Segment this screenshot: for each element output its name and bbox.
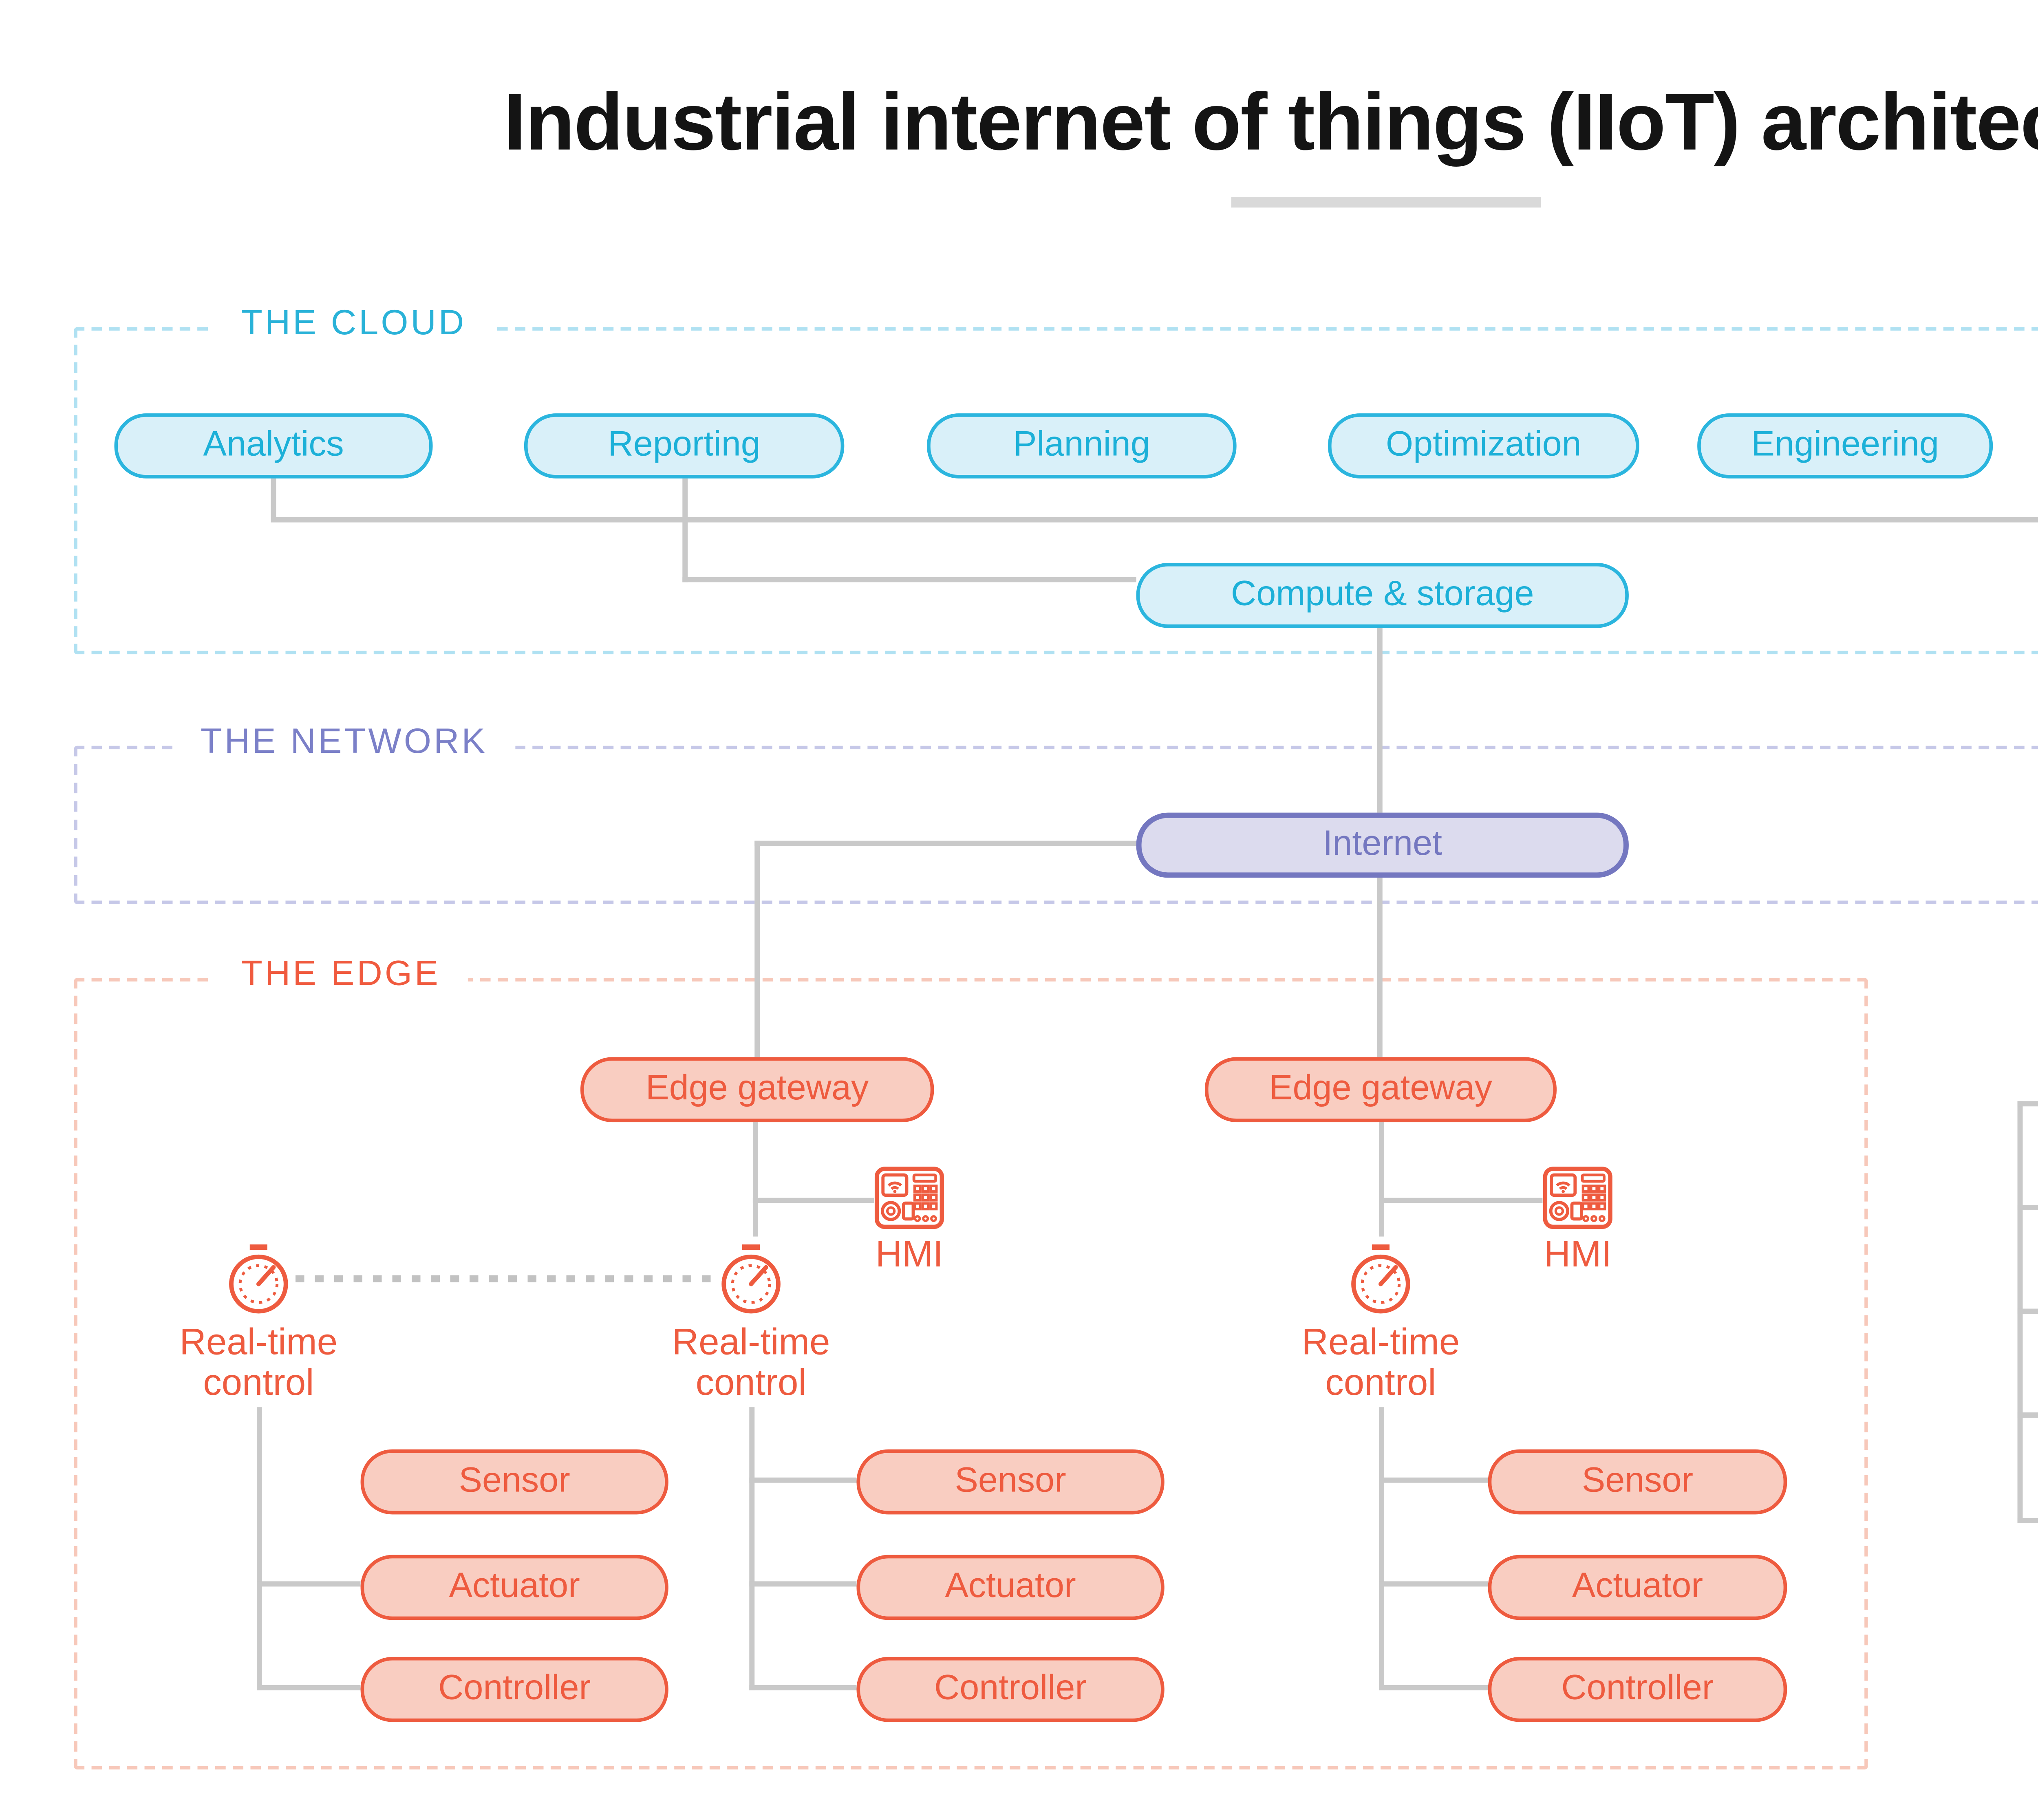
pill-analytics: Analytics [114, 413, 433, 479]
pill-edge-gateway-1: Edge gateway [580, 1057, 934, 1123]
edge-zone-label: THE EDGE [213, 955, 469, 996]
stub-group3-controller [1379, 1685, 1488, 1690]
edge-zone: THE EDGE [74, 955, 1868, 1770]
hmi-label-2: HMI [1544, 1235, 1612, 1275]
stub-legend-controller [2017, 1518, 2038, 1523]
stub-group1-actuator [257, 1581, 361, 1587]
stub-group2-sensor [749, 1477, 857, 1483]
trunk-group3 [1379, 1407, 1385, 1690]
real-time-control-label-2: Real-time control [672, 1323, 830, 1404]
stub-legend-hmi [2017, 1101, 2038, 1107]
pill-internet: Internet [1136, 812, 1629, 878]
stub-group3-actuator [1379, 1581, 1488, 1587]
pill-engineering: Engineering [1697, 413, 1993, 479]
pill-sensor-1: Sensor [360, 1449, 668, 1515]
connector-analytics-drop [271, 478, 276, 521]
pill-edge-gateway-2: Edge gateway [1204, 1057, 1557, 1123]
pill-controller-3: Controller [1488, 1657, 1787, 1722]
cloud-zone: THE CLOUD [74, 304, 2038, 655]
trunk-group2 [749, 1407, 755, 1690]
hmi-label-1: HMI [875, 1235, 944, 1275]
stub-group3-sensor [1379, 1477, 1488, 1483]
stub-legend-rtc [2017, 1205, 2038, 1210]
network-zone-label: THE NETWORK [172, 723, 516, 763]
real-time-control-label-3: Real-time control [1301, 1323, 1460, 1404]
pill-controller-2: Controller [856, 1657, 1165, 1722]
connector-to-gateway-2 [1377, 876, 1383, 1057]
connector-reporting-drop [682, 478, 688, 582]
connector-gateway2-to-hmi [1379, 1198, 1543, 1203]
stub-legend-sensor [2017, 1308, 2038, 1314]
network-zone: THE NETWORK [74, 723, 2038, 904]
stub-legend-actuator [2017, 1412, 2038, 1418]
cloud-zone-label: THE CLOUD [213, 304, 495, 345]
pill-compute-storage: Compute & storage [1136, 563, 1629, 628]
stub-group2-controller [749, 1685, 857, 1690]
pill-controller-1: Controller [360, 1657, 668, 1722]
pill-sensor-2: Sensor [856, 1449, 1165, 1515]
hmi-panel-icon-2 [1542, 1166, 1613, 1229]
connector-cloud-rail [271, 517, 2038, 523]
pill-planning: Planning [927, 413, 1237, 479]
connector-to-gateway-1 [754, 841, 760, 1057]
stub-group2-actuator [749, 1581, 857, 1587]
connector-compute-to-internet [1377, 626, 1383, 813]
pill-sensor-3: Sensor [1488, 1449, 1787, 1515]
real-time-control-icon-2 [719, 1242, 783, 1316]
real-time-control-icon-1 [227, 1242, 290, 1316]
pill-actuator-1: Actuator [360, 1555, 668, 1620]
pill-optimization: Optimization [1328, 413, 1639, 479]
connector-gateway1-drop [752, 1122, 758, 1237]
pill-reporting: Reporting [524, 413, 845, 479]
connector-gateway1-to-hmi [752, 1198, 874, 1203]
hmi-panel-icon-1 [874, 1166, 945, 1229]
connector-reporting-to-compute [682, 577, 1136, 582]
connector-rtc-dotted-link [295, 1275, 716, 1282]
pill-actuator-2: Actuator [856, 1555, 1165, 1620]
trunk-group1 [257, 1407, 262, 1690]
stub-group1-controller [257, 1685, 361, 1690]
title-underline [1231, 197, 1541, 208]
pill-actuator-3: Actuator [1488, 1555, 1787, 1620]
connector-internet-left-branch [754, 841, 1136, 846]
real-time-control-icon-3 [1349, 1242, 1412, 1316]
page-title: Industrial internet of things (IIoT) arc… [503, 75, 2038, 167]
real-time-control-label-1: Real-time control [179, 1323, 338, 1404]
connector-gateway2-drop [1379, 1122, 1385, 1237]
